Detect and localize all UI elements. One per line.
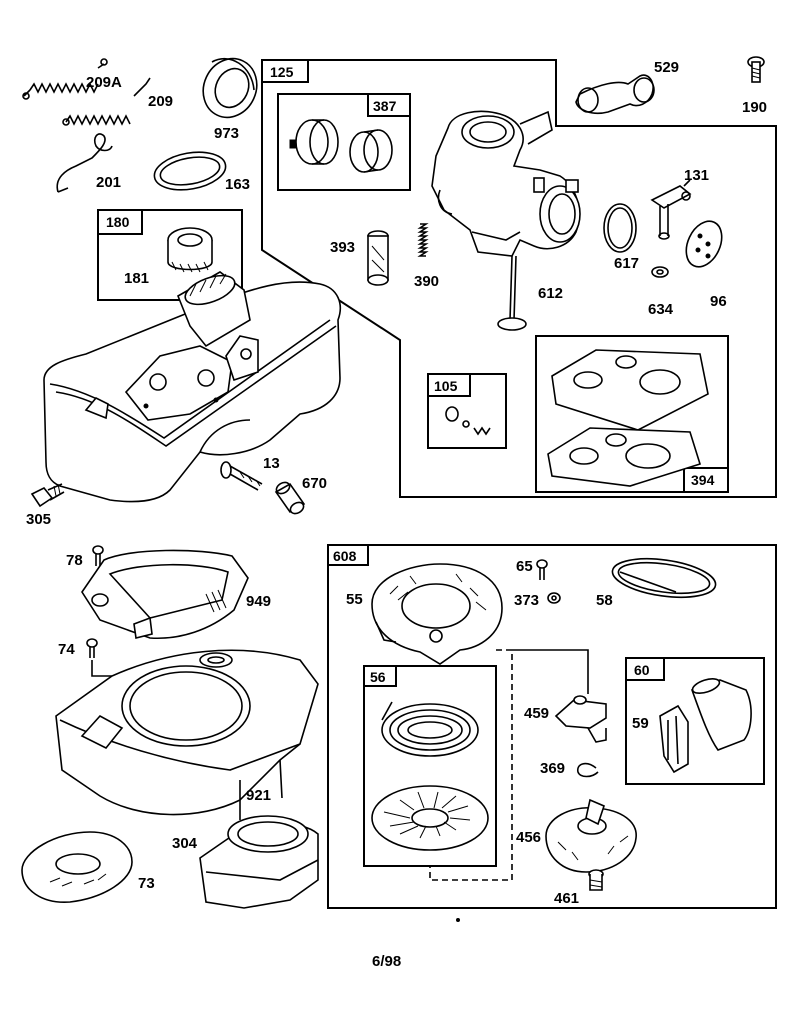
fuel-cap-181[interactable] bbox=[167, 227, 213, 273]
label-390: 390 bbox=[414, 273, 439, 290]
guard-304[interactable] bbox=[199, 815, 319, 909]
label-13: 13 bbox=[263, 455, 280, 472]
spring-209a[interactable] bbox=[22, 58, 108, 100]
rope-58[interactable] bbox=[610, 553, 718, 603]
group-56[interactable] bbox=[363, 665, 497, 867]
label-55: 55 bbox=[346, 591, 363, 608]
spring-390[interactable] bbox=[417, 223, 429, 257]
label-670: 670 bbox=[302, 475, 327, 492]
screw-190[interactable] bbox=[747, 56, 765, 83]
screen-73[interactable] bbox=[21, 831, 133, 903]
carburetor-body[interactable] bbox=[431, 110, 581, 257]
screw-78[interactable] bbox=[92, 545, 104, 566]
label-921: 921 bbox=[246, 787, 271, 804]
label-73: 73 bbox=[138, 875, 155, 892]
speck-mark bbox=[456, 918, 460, 922]
group-387[interactable] bbox=[277, 93, 411, 191]
label-180: 180 bbox=[106, 214, 130, 230]
group-60[interactable] bbox=[625, 657, 765, 785]
label-105: 105 bbox=[434, 378, 458, 394]
label-209: 209 bbox=[148, 93, 173, 110]
label-60: 60 bbox=[634, 662, 650, 678]
label-65: 65 bbox=[516, 558, 533, 575]
pulley-456[interactable] bbox=[545, 798, 637, 873]
group-608-outline bbox=[327, 544, 777, 909]
label-529: 529 bbox=[654, 59, 679, 76]
pin-393[interactable] bbox=[367, 230, 389, 286]
bolt-13[interactable] bbox=[220, 461, 263, 491]
oring-617[interactable] bbox=[603, 203, 637, 253]
group-dashed-bracket bbox=[429, 649, 589, 881]
screw-461[interactable] bbox=[588, 869, 604, 891]
label-949: 949 bbox=[246, 593, 271, 610]
label-181: 181 bbox=[124, 270, 149, 287]
blower-housing-921[interactable] bbox=[55, 649, 319, 820]
washer-634[interactable] bbox=[651, 266, 669, 278]
starter-housing-55[interactable] bbox=[371, 563, 503, 665]
label-612: 612 bbox=[538, 285, 563, 302]
group-180-outline bbox=[97, 209, 243, 301]
spacer-670[interactable] bbox=[274, 480, 306, 516]
label-190: 190 bbox=[742, 99, 767, 116]
group-105[interactable] bbox=[427, 373, 507, 449]
elbow-529[interactable] bbox=[575, 74, 655, 115]
label-125: 125 bbox=[270, 64, 294, 80]
fuel-tank[interactable] bbox=[43, 270, 342, 503]
label-96: 96 bbox=[710, 293, 727, 310]
label-131: 131 bbox=[684, 167, 709, 184]
label-163: 163 bbox=[225, 176, 250, 193]
clip-369[interactable] bbox=[576, 762, 599, 778]
label-58: 58 bbox=[596, 592, 613, 609]
label-394: 394 bbox=[691, 472, 715, 488]
spring-209[interactable] bbox=[62, 77, 151, 126]
label-461: 461 bbox=[554, 890, 579, 907]
label-456: 456 bbox=[516, 829, 541, 846]
label-387: 387 bbox=[373, 98, 397, 114]
label-373: 373 bbox=[514, 592, 539, 609]
label-608: 608 bbox=[333, 548, 357, 564]
needle-612[interactable] bbox=[497, 255, 527, 331]
footer-date: 6/98 bbox=[372, 953, 401, 970]
label-617: 617 bbox=[614, 255, 639, 272]
label-305: 305 bbox=[26, 511, 51, 528]
label-304: 304 bbox=[172, 835, 198, 852]
nut-373[interactable] bbox=[547, 592, 561, 604]
label-393: 393 bbox=[330, 239, 355, 256]
label-59: 59 bbox=[632, 715, 649, 732]
label-56: 56 bbox=[370, 669, 386, 685]
label-973: 973 bbox=[214, 125, 239, 142]
lever-131[interactable] bbox=[650, 179, 692, 240]
label-369: 369 bbox=[540, 760, 565, 777]
label-74: 74 bbox=[58, 641, 75, 658]
label-78: 78 bbox=[66, 552, 83, 569]
label-209a: 209A bbox=[86, 74, 122, 91]
seal-973[interactable] bbox=[194, 50, 266, 126]
label-459: 459 bbox=[524, 705, 549, 722]
group-125-outline bbox=[261, 59, 777, 498]
pawl-459[interactable] bbox=[554, 695, 607, 743]
spring-201[interactable] bbox=[56, 133, 113, 193]
group-394[interactable] bbox=[535, 335, 729, 493]
screw-65[interactable] bbox=[536, 559, 548, 580]
cover-949[interactable] bbox=[81, 549, 249, 640]
plate-96[interactable] bbox=[679, 215, 728, 272]
label-201: 201 bbox=[96, 174, 121, 191]
label-634: 634 bbox=[648, 301, 674, 318]
gasket-163[interactable] bbox=[151, 147, 228, 195]
bolt-305[interactable] bbox=[30, 483, 65, 508]
